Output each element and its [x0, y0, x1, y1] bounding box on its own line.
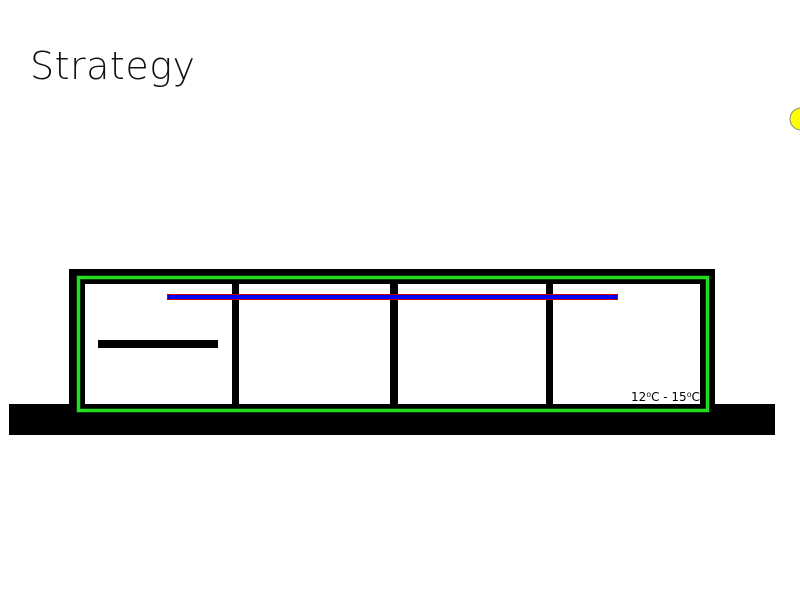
sun-icon — [789, 107, 800, 131]
partition-wall-3 — [546, 284, 553, 404]
shelf-bar — [98, 340, 218, 348]
insulation-outline — [76, 275, 710, 413]
partition-wall-1 — [232, 284, 239, 404]
slide-title: Strategy — [30, 44, 196, 88]
heating-pipe — [167, 294, 618, 300]
partition-wall-2 — [390, 284, 398, 404]
temperature-label: 12⁰C - 15⁰C — [631, 390, 700, 404]
